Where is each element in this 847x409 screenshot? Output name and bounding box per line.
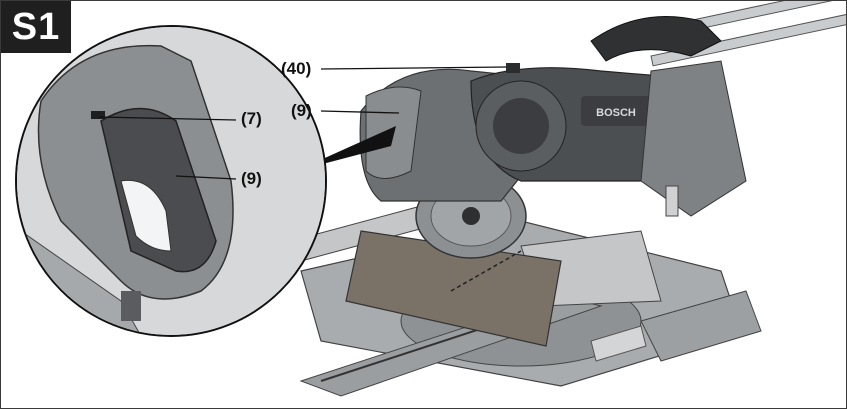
detail-circle <box>15 25 327 337</box>
figure-tag: S1 <box>1 1 71 53</box>
saw-head: BOSCH <box>359 63 682 202</box>
leader-9-detail <box>175 175 237 180</box>
leader-7 <box>98 116 237 121</box>
callout-9-detail: (9) <box>241 169 262 188</box>
leader-lines <box>98 66 507 180</box>
callout-40: (40) <box>281 59 312 78</box>
leader-40 <box>320 66 507 70</box>
dust-hose <box>590 16 722 62</box>
callout-7: (7) <box>241 109 262 128</box>
leader-9-main <box>320 110 400 114</box>
callout-9-main: (9) <box>291 101 312 120</box>
brand-label: BOSCH <box>596 107 636 119</box>
pivot-arm <box>640 60 747 217</box>
